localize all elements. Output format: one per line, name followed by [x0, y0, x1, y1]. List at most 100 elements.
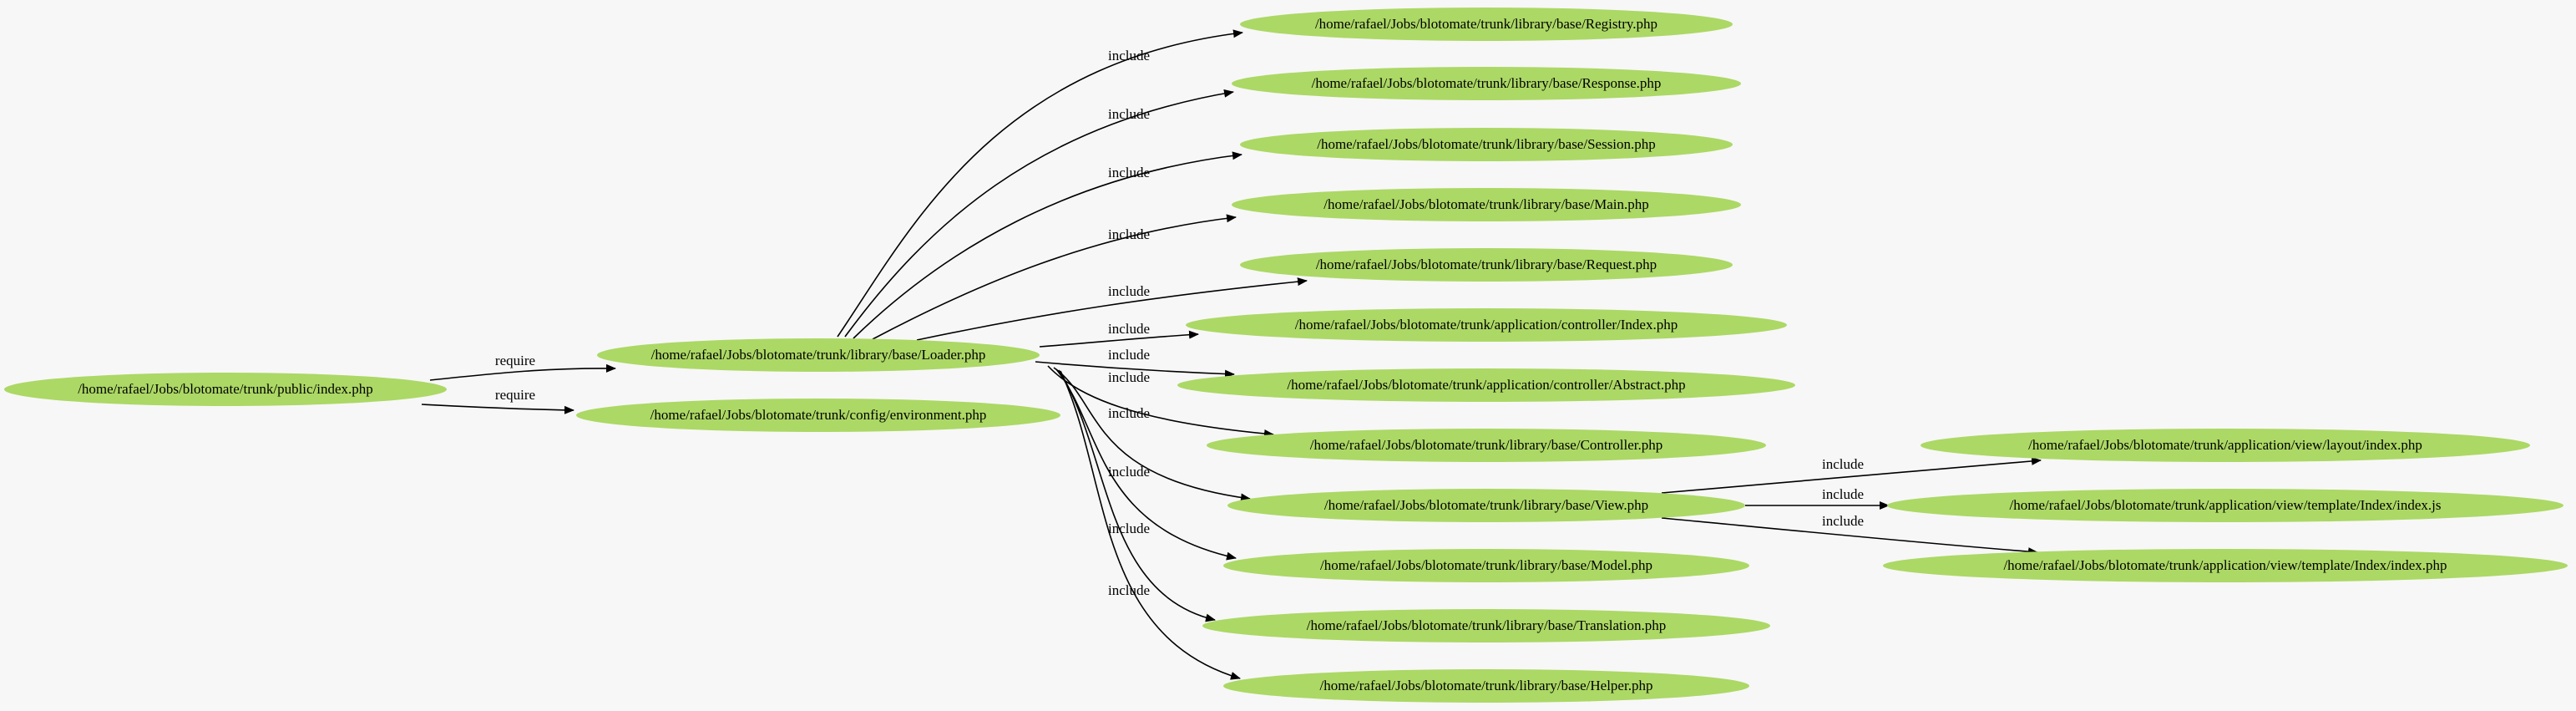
- edge-line: [1661, 517, 2038, 556]
- edge-line: [872, 214, 1237, 340]
- edge-label: include: [1822, 513, 1864, 529]
- node-ellipse: [1177, 368, 1795, 402]
- edge-label: include: [1108, 369, 1150, 385]
- edge-line: [837, 29, 1243, 338]
- edge-line: [916, 277, 1308, 341]
- node-ellipse: [1887, 489, 2563, 522]
- edge-loader-to-controller: include: [1047, 365, 1274, 438]
- edge-label: include: [1108, 106, 1150, 122]
- node-label: /home/rafael/Jobs/blotomate/trunk/applic…: [2010, 497, 2442, 513]
- node-ellipse: [1223, 549, 1749, 582]
- edge-loader-to-ctrlindex: include: [1039, 321, 1199, 348]
- edge-label: include: [1108, 521, 1150, 536]
- node-layout: /home/rafael/Jobs/blotomate/trunk/applic…: [1921, 429, 2530, 462]
- edge-label: include: [1108, 165, 1150, 180]
- edge-view-to-tplphp: include: [1661, 513, 2038, 556]
- edge-loader-to-session: include: [853, 151, 1242, 339]
- node-ellipse: [1202, 609, 1770, 642]
- edge-view-to-tpljs: include: [1745, 486, 1890, 510]
- node-label: /home/rafael/Jobs/blotomate/trunk/librar…: [1317, 136, 1656, 152]
- edge-loader-to-request: include: [916, 277, 1308, 341]
- node-helper: /home/rafael/Jobs/blotomate/trunk/librar…: [1223, 669, 1749, 703]
- node-label: /home/rafael/Jobs/blotomate/trunk/librar…: [1307, 617, 1666, 633]
- edge-line: [844, 89, 1234, 338]
- node-label: /home/rafael/Jobs/blotomate/trunk/librar…: [1310, 437, 1663, 453]
- node-ellipse: [597, 338, 1040, 372]
- node-view: /home/rafael/Jobs/blotomate/trunk/librar…: [1227, 489, 1745, 522]
- edge-loader-to-helper: include: [1060, 370, 1241, 680]
- node-tplphp: /home/rafael/Jobs/blotomate/trunk/applic…: [1883, 549, 2568, 582]
- node-controller: /home/rafael/Jobs/blotomate/trunk/librar…: [1207, 429, 1766, 462]
- node-ellipse: [1207, 429, 1766, 462]
- edge-loader-to-ctrlabstract: include: [1035, 347, 1235, 378]
- node-label: /home/rafael/Jobs/blotomate/trunk/config…: [650, 407, 987, 423]
- node-label: /home/rafael/Jobs/blotomate/trunk/librar…: [1323, 196, 1649, 212]
- node-ellipse: [4, 373, 447, 406]
- edge-label: include: [1108, 321, 1150, 337]
- node-model: /home/rafael/Jobs/blotomate/trunk/librar…: [1223, 549, 1749, 582]
- node-label: /home/rafael/Jobs/blotomate/trunk/librar…: [1320, 557, 1652, 573]
- node-label: /home/rafael/Jobs/blotomate/trunk/applic…: [1287, 377, 1685, 393]
- edge-index-to-loader: require: [429, 353, 616, 381]
- node-label: /home/rafael/Jobs/blotomate/trunk/applic…: [2028, 437, 2422, 453]
- edge-line: [1661, 456, 2042, 494]
- node-response: /home/rafael/Jobs/blotomate/trunk/librar…: [1232, 67, 1741, 100]
- edge-loader-to-registry: include: [837, 29, 1243, 338]
- edge-loader-to-response: include: [844, 89, 1234, 338]
- node-index: /home/rafael/Jobs/blotomate/trunk/public…: [4, 373, 447, 406]
- edge-label: include: [1108, 226, 1150, 242]
- edge-line: [853, 151, 1242, 339]
- node-label: /home/rafael/Jobs/blotomate/trunk/librar…: [1316, 256, 1657, 272]
- edge-line: [1053, 367, 1251, 502]
- node-ellipse: [1921, 429, 2530, 462]
- edge-line: [1058, 369, 1216, 622]
- node-ellipse: [1223, 669, 1749, 703]
- edges-layer: requirerequireincludeincludeincludeinclu…: [421, 29, 2042, 680]
- node-label: /home/rafael/Jobs/blotomate/trunk/applic…: [2003, 557, 2447, 573]
- edge-label: require: [495, 387, 535, 403]
- node-ellipse: [1240, 248, 1733, 282]
- node-label: /home/rafael/Jobs/blotomate/trunk/librar…: [1324, 497, 1648, 513]
- node-request: /home/rafael/Jobs/blotomate/trunk/librar…: [1240, 248, 1733, 282]
- node-ellipse: [1227, 489, 1745, 522]
- edge-label: include: [1108, 582, 1150, 598]
- node-registry: /home/rafael/Jobs/blotomate/trunk/librar…: [1240, 8, 1733, 41]
- edge-view-to-layout: include: [1661, 456, 2042, 494]
- node-session: /home/rafael/Jobs/blotomate/trunk/librar…: [1240, 128, 1733, 161]
- edge-line: [1039, 330, 1199, 348]
- edge-label: include: [1108, 48, 1150, 63]
- edge-line: [1060, 370, 1241, 680]
- node-label: /home/rafael/Jobs/blotomate/trunk/librar…: [1320, 678, 1653, 693]
- edge-line: [421, 404, 574, 414]
- node-tpljs: /home/rafael/Jobs/blotomate/trunk/applic…: [1887, 489, 2563, 522]
- edge-line: [1035, 361, 1235, 378]
- node-main: /home/rafael/Jobs/blotomate/trunk/librar…: [1232, 188, 1741, 221]
- edge-label: include: [1822, 486, 1864, 502]
- node-translation: /home/rafael/Jobs/blotomate/trunk/librar…: [1202, 609, 1770, 642]
- edge-label: include: [1108, 283, 1150, 299]
- node-ellipse: [576, 399, 1060, 432]
- edge-loader-to-main: include: [872, 214, 1237, 340]
- edge-loader-to-view: include: [1053, 367, 1251, 502]
- node-ctrlindex: /home/rafael/Jobs/blotomate/trunk/applic…: [1186, 308, 1787, 342]
- edge-line: [1047, 365, 1274, 438]
- node-label: /home/rafael/Jobs/blotomate/trunk/applic…: [1295, 317, 1678, 333]
- node-label: /home/rafael/Jobs/blotomate/trunk/librar…: [651, 347, 986, 363]
- edge-label: include: [1108, 405, 1150, 421]
- edge-line: [429, 363, 616, 381]
- node-ellipse: [1883, 549, 2568, 582]
- node-ellipse: [1240, 8, 1733, 41]
- node-ellipse: [1232, 188, 1741, 221]
- node-ellipse: [1186, 308, 1787, 342]
- edge-label: include: [1108, 464, 1150, 480]
- node-ellipse: [1232, 67, 1741, 100]
- node-ctrlabstract: /home/rafael/Jobs/blotomate/trunk/applic…: [1177, 368, 1795, 402]
- edge-label: require: [495, 353, 535, 368]
- edge-index-to-env: require: [421, 387, 574, 414]
- node-label: /home/rafael/Jobs/blotomate/trunk/public…: [78, 381, 373, 397]
- node-label: /home/rafael/Jobs/blotomate/trunk/librar…: [1315, 16, 1657, 32]
- node-label: /home/rafael/Jobs/blotomate/trunk/librar…: [1312, 75, 1662, 91]
- edge-label: include: [1822, 456, 1864, 472]
- nodes-layer: /home/rafael/Jobs/blotomate/trunk/public…: [4, 8, 2568, 703]
